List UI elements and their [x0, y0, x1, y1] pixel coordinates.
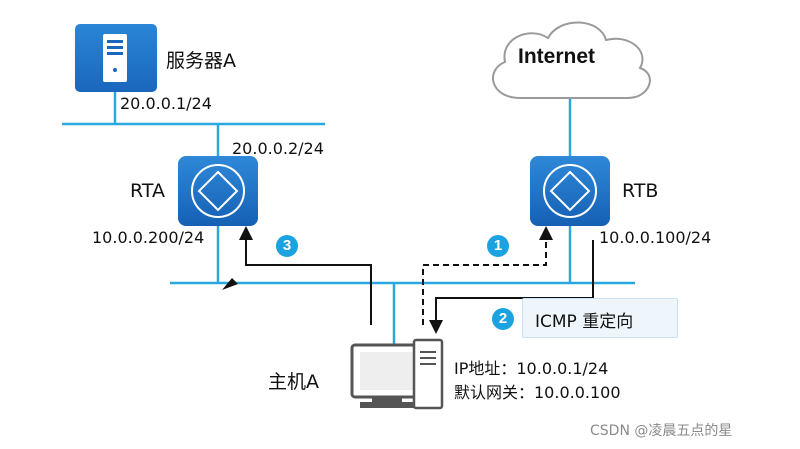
watermark: CSDN @凌晨五点的星 [590, 423, 733, 439]
rta-bottom-ip: 10.0.0.200/24 [92, 228, 205, 247]
rtb-name: RTB [622, 180, 659, 202]
host-computer-icon [350, 338, 444, 410]
step2-arrow [429, 240, 594, 334]
step3-badge: 3 [276, 235, 298, 257]
host-ip-line: IP地址：10.0.0.1/24 [454, 359, 609, 378]
router-rtb-icon [530, 156, 610, 226]
rta-name: RTA [130, 180, 165, 202]
server-name: 服务器A [166, 50, 236, 72]
internet-cloud-icon [492, 21, 651, 99]
internet-label: Internet [518, 45, 596, 68]
network-links [62, 92, 635, 345]
host-gateway-line: 默认网关：10.0.0.100 [454, 383, 621, 402]
flow-arrows [239, 226, 594, 334]
step1-badge: 1 [487, 235, 509, 257]
host-name: 主机A [268, 371, 319, 393]
cursor-icon [222, 278, 238, 290]
server-ip: 20.0.0.1/24 [120, 94, 212, 113]
step2-badge: 2 [492, 308, 514, 330]
step3-arrow [239, 226, 372, 325]
icmp-redirect-callout: ICMP 重定向 [522, 298, 678, 338]
rtb-ip: 10.0.0.100/24 [599, 228, 712, 247]
server-icon [75, 24, 157, 92]
step1-arrow [422, 226, 553, 325]
rta-top-ip: 20.0.0.2/24 [232, 139, 324, 158]
icmp-redirect-label: ICMP 重定向 [535, 312, 634, 332]
router-rta-icon [178, 156, 258, 226]
